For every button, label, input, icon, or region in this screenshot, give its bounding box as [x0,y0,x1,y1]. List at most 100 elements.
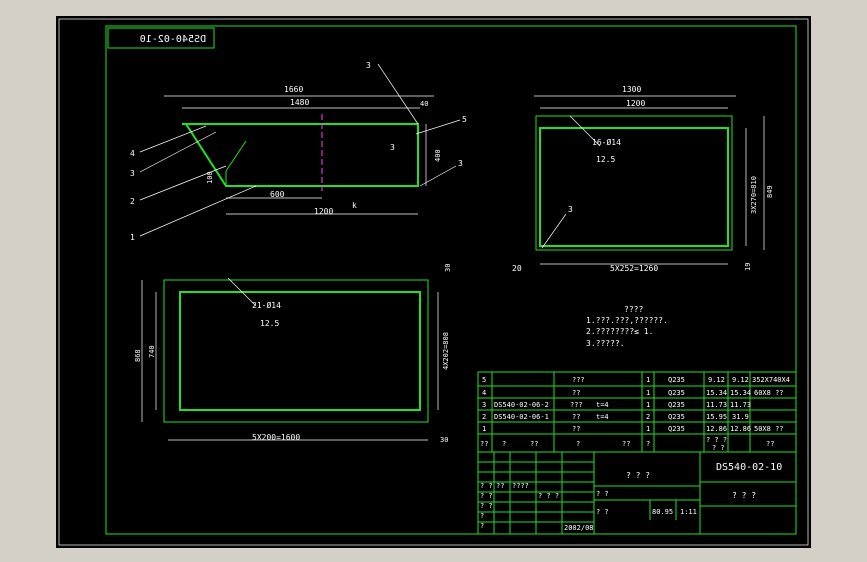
tb-mark-2: ???? [512,482,529,490]
tb-mark-6: ? [480,512,484,520]
bom-1-w1: 12.86 [706,425,727,433]
bom-3-name: ??? [570,401,583,409]
balloon-4: 4 [130,149,135,158]
bom-2-qty: 2 [646,413,650,421]
bom-3-no: 3 [482,401,486,409]
drawing-number-mirrored: DS540-02-10 [140,34,206,45]
bom-2-name: ?? [572,413,580,421]
bom-1-mat: Q235 [668,425,685,433]
leader-2 [139,165,227,201]
dim-740: 740 [148,345,156,358]
bom-h-2: ?? [530,440,538,448]
dim-400: 400 [434,149,442,162]
holes-top: 16-Ø14 [592,137,621,147]
bom-h-7: ? ? [712,444,725,452]
bom-h-4: ?? [622,440,630,448]
weld-top: 3 [568,205,573,214]
weld-top-leader [541,213,567,249]
holes-bottom: 21-Ø14 [252,300,281,310]
bom-table: 5 ??? 1 Q235 9.12 9.12 352X740X4 4 ?? 1 … [477,371,797,453]
dim-100: 100 [206,171,214,184]
note-1: 1.???.???,??????. [586,316,668,325]
tb-mark-3: ? ? [480,492,493,500]
bom-5-qty: 1 [646,376,650,384]
dim-1300: 1300 [622,85,641,94]
corner-19: 19 [744,263,752,271]
leader-5 [415,119,461,135]
bom-1-no: 1 [482,425,486,433]
cad-drawing: DS540-02-10 1660 1480 40 400 100 600 120… [58,18,809,546]
holes-top-leader [569,115,601,147]
bom-2-w1: 15.95 [706,413,727,421]
bom-2-no: 2 [482,413,486,421]
rough-bottom: 12.5 [260,319,279,328]
leader-4 [139,125,207,153]
tb-mark-7: ? [480,522,484,530]
side-step-slope [225,140,247,172]
bom-4-name: ?? [572,389,580,397]
bom-3-qty: 1 [646,401,650,409]
tb-mark-5: ? ? [480,502,493,510]
bom-5-w1: 9.12 [708,376,725,384]
bom-4-w1: 15.34 [706,389,727,397]
notes-title: ???? [624,305,643,314]
balloon-1: 1 [130,233,135,242]
dim-600: 600 [270,190,285,199]
bom-4-w2: 15.34 [730,389,751,397]
part-name: ? ? ? [626,471,650,480]
bom-3-mat: Q235 [668,401,685,409]
bom-2-mat: Q235 [668,413,685,421]
bom-h-5: ? [646,440,650,448]
top-outer [535,115,733,251]
bom-1-qty: 1 [646,425,650,433]
bom-4-no: 4 [482,389,486,397]
scale: 1:11 [680,508,697,516]
dim-1260: 5X252=1260 [610,264,658,273]
bom-h-8: ?? [766,440,774,448]
date: 2002/08 [564,524,594,532]
tb-mark-1: ?? [496,482,504,490]
dim-30-top: 30 [444,264,452,272]
bom-frame [477,371,797,453]
top-view: 1300 1200 16-Ø14 12.5 3X270=810 849 5X25… [512,85,774,273]
outer-frame [58,18,809,546]
tb-mark-4: ? ? ? [538,492,559,500]
side-profile [182,123,419,187]
dim-1200-top: 1200 [626,99,645,108]
bottom-view: 21-Ø14 12.5 868 740 4X202=808 5X200=1600… [134,264,452,444]
weld-leader-right [419,165,457,187]
dim-849: 849 [766,185,774,198]
corner-20: 20 [512,264,522,273]
bom-h-0: ?? [480,440,488,448]
notes: ???? 1.???.???,??????. 2.????????≤ 1. 3.… [586,305,668,348]
dim-1480: 1480 [290,98,309,107]
bottom-inner [179,291,421,411]
inner-frame [105,25,797,535]
dim-810: 3X270=810 [750,176,758,214]
tb-mark-8: ? ? [596,490,609,498]
bom-2-code: DS540-02-06-1 [494,413,549,421]
drawing-number: DS540-02-10 [716,462,782,473]
weld-label-top: 3 [366,61,371,70]
leader-1 [139,185,257,237]
dim-30-bottom: 30 [440,436,448,444]
dim-1660: 1660 [284,85,303,94]
side-view: 1660 1480 40 400 100 600 1200 k 4 3 2 1 … [130,61,467,242]
bom-5-mat: Q235 [668,376,685,384]
tb-mark-9: ? ? [596,508,609,516]
drawing-sheet: DS540-02-10 1660 1480 40 400 100 600 120… [56,16,811,548]
balloon-5: 5 [462,115,467,124]
bom-1-note: 50X8 ?? [754,425,784,433]
bom-5-w2: 9.12 [732,376,749,384]
company-name: ? ? ? [732,491,756,500]
bom-2-w2: 31.9 [732,413,749,421]
tb-mark-0: ? ? [480,482,493,490]
leader-3 [139,131,217,173]
rough-top: 12.5 [596,155,615,164]
dim-1600: 5X200=1600 [252,433,300,442]
bom-5-no: 5 [482,376,486,384]
bom-3-w2: 11.73 [730,401,751,409]
bom-4-qty: 1 [646,389,650,397]
bom-3-w1: 11.73 [706,401,727,409]
top-inner [539,127,729,247]
